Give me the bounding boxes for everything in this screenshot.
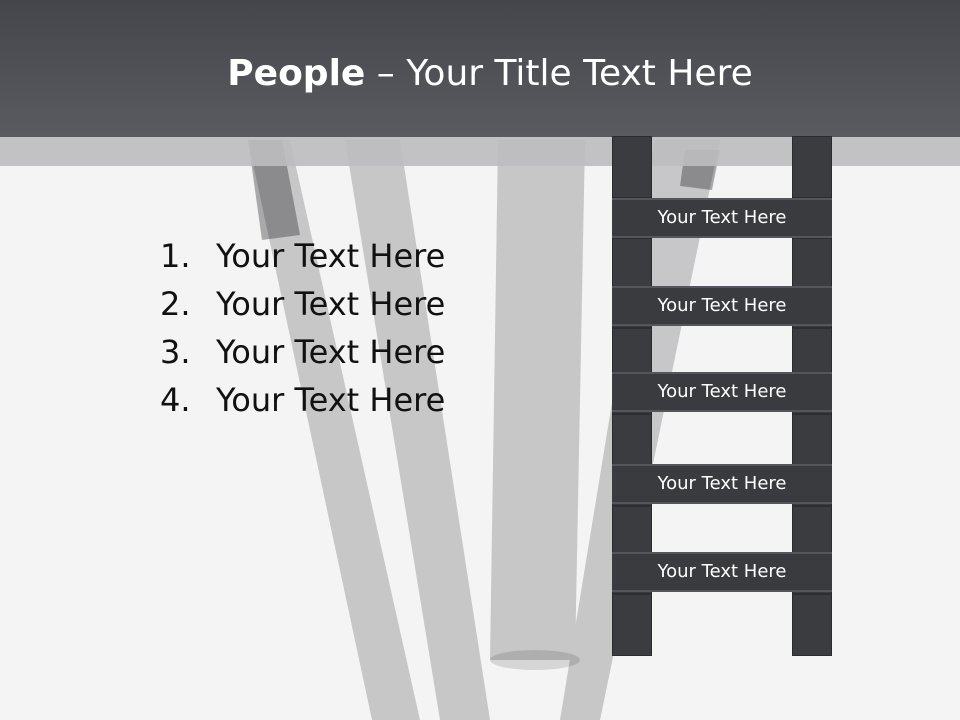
header-bar <box>0 0 960 137</box>
list-number: 1. <box>160 237 191 275</box>
ladder-rung: Your Text Here <box>612 372 832 412</box>
list-item: 1. Your Text Here <box>160 233 445 281</box>
list-item: 4. Your Text Here <box>160 377 445 425</box>
page-title: People – Your Title Text Here <box>0 52 960 96</box>
list-item: 3. Your Text Here <box>160 329 445 377</box>
list-text: Your Text Here <box>216 381 446 419</box>
ladder-rung: Your Text Here <box>612 198 832 238</box>
list-number: 4. <box>160 381 191 419</box>
numbered-list: 1. Your Text Here 2. Your Text Here 3. Your… <box>160 233 445 425</box>
list-item: 2. Your Text Here <box>160 281 445 329</box>
ladder-rung: Your Text Here <box>612 464 832 504</box>
list-text: Your Text Here <box>216 285 446 323</box>
list-number: 3. <box>160 333 191 371</box>
list-number: 2. <box>160 285 191 323</box>
ladder-rung: Your Text Here <box>612 286 832 326</box>
ladder-rung: Your Text Here <box>612 552 832 592</box>
title-bold: People <box>227 53 366 94</box>
list-text: Your Text Here <box>216 333 446 371</box>
title-rest: – Your Title Text Here <box>365 53 753 94</box>
list-text: Your Text Here <box>216 237 446 275</box>
